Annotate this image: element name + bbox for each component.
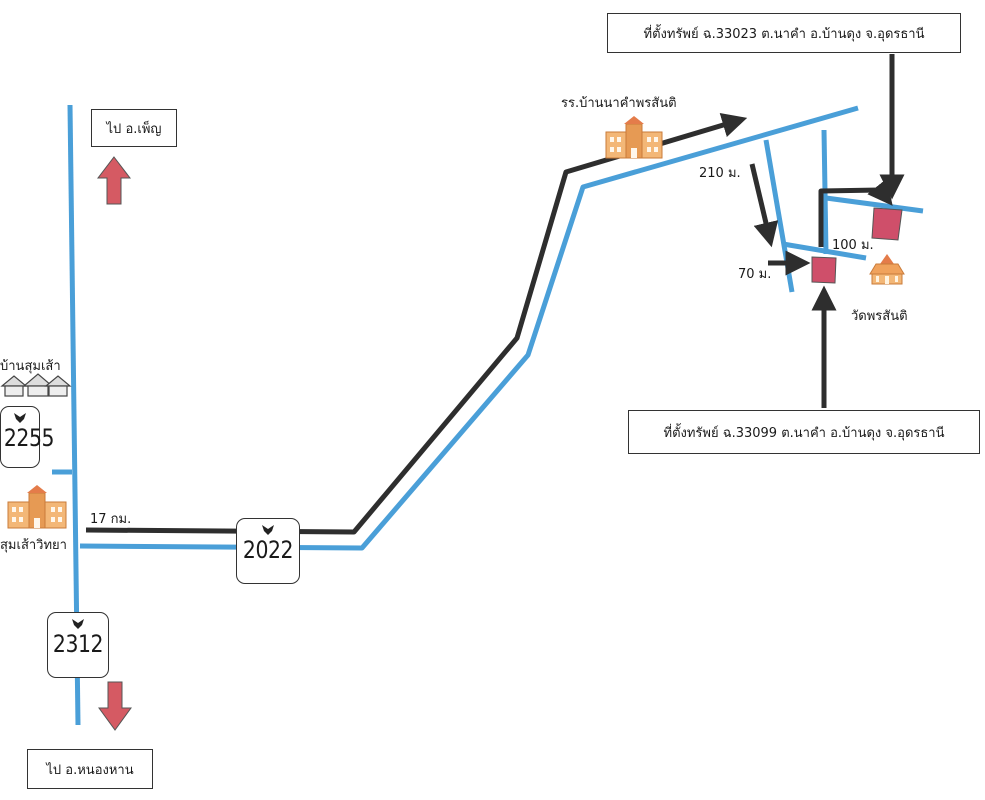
property-33023-box: ที่ตั้งทรัพย์ ฉ.33023 ต.นาคำ อ.บ้านดุง จ… <box>607 13 961 53</box>
school-left-label: สุมเส้าวิทยา <box>0 538 67 553</box>
destination-south-label: ไป อ.หนองหาน <box>46 762 134 778</box>
property-marker-33023 <box>871 207 903 241</box>
school-icon <box>7 485 67 529</box>
village-house-icon <box>0 373 72 397</box>
property-33023-label: ที่ตั้งทรัพย์ ฉ.33023 ต.นาคำ อ.บ้านดุง จ… <box>643 26 925 42</box>
route-number-2312: 2312 <box>52 630 104 658</box>
distance-210m-label: 210 ม. <box>699 166 741 181</box>
village-label: บ้านสุมเส้า <box>0 359 61 374</box>
route-shield-emblem-icon <box>237 524 299 536</box>
route-210m-arrow <box>749 163 779 248</box>
school-top-label: รร.บ้านนาคำพรสันติ <box>561 96 677 111</box>
temple-icon <box>869 254 905 285</box>
property-marker-33099 <box>811 256 837 284</box>
property-33099-box: ที่ตั้งทรัพย์ ฉ.33099 ต.นาคำ อ.บ้านดุง จ… <box>628 410 980 454</box>
route-shield-emblem-icon <box>48 618 108 630</box>
north-arrow-icon <box>96 156 132 205</box>
distance-100m-label: 100 ม. <box>832 238 874 253</box>
school-icon <box>605 116 663 159</box>
distance-17km-label: 17 กม. <box>90 512 132 527</box>
route-main-line <box>85 113 748 535</box>
south-arrow-icon <box>98 681 132 731</box>
route-number-2255: 2255 <box>3 424 55 452</box>
route-shield-2022: 2022 <box>236 518 300 584</box>
property-33099-label: ที่ตั้งทรัพย์ ฉ.33099 ต.นาคำ อ.บ้านดุง จ… <box>663 425 945 441</box>
route-shield-2255: 2255 <box>0 406 55 468</box>
road-2022 <box>79 105 859 551</box>
road-side-bottom <box>782 241 867 261</box>
route-number-2022: 2022 <box>242 536 294 564</box>
destination-north-box: ไป อ.เพ็ญ <box>91 109 177 147</box>
route-shield-emblem-icon <box>1 412 39 424</box>
route-path <box>85 54 905 535</box>
distance-70m-label: 70 ม. <box>738 267 772 282</box>
temple-label: วัดพรสันติ <box>851 309 908 324</box>
destination-north-label: ไป อ.เพ็ญ <box>106 121 162 137</box>
destination-south-box: ไป อ.หนองหาน <box>27 749 153 789</box>
route-shield-2312: 2312 <box>47 612 109 678</box>
